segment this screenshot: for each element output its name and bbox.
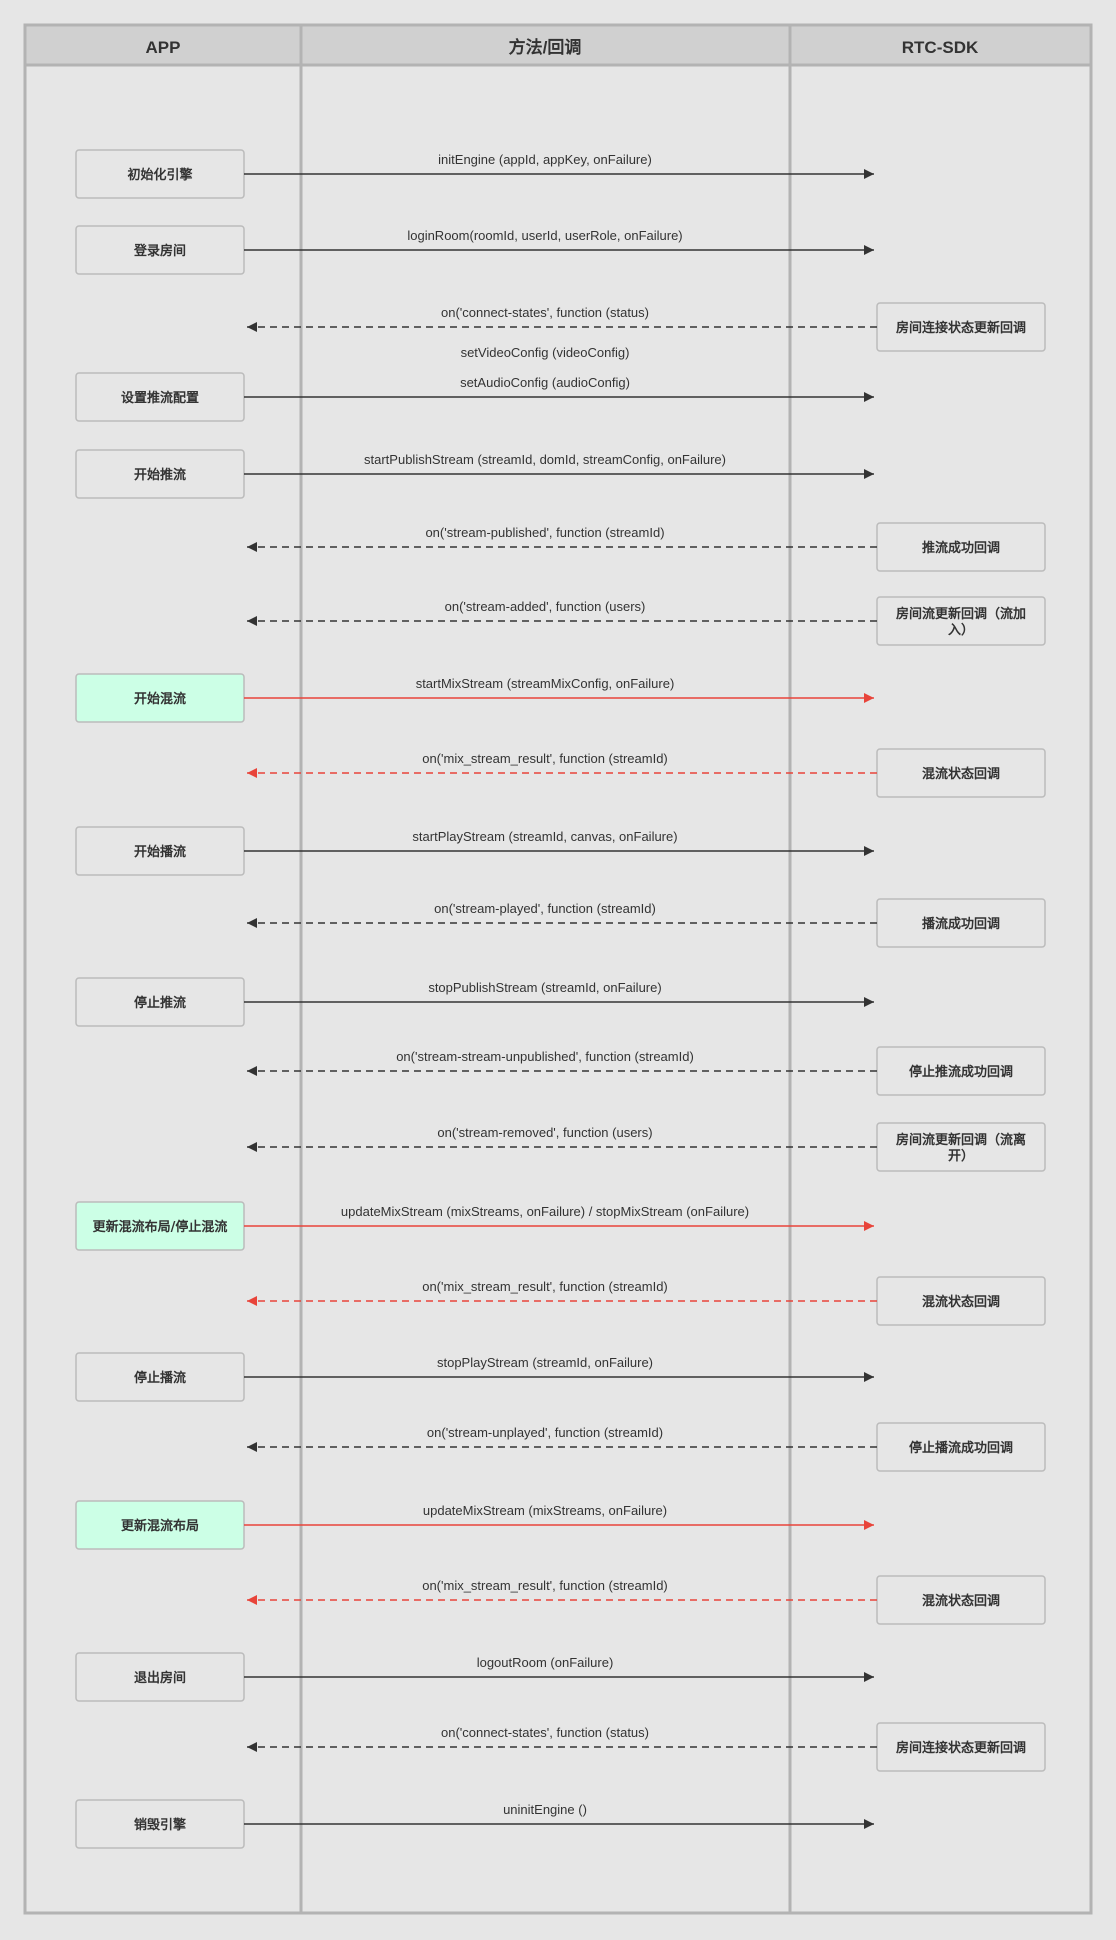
lane-title-app: APP [146,38,181,57]
step-12: 停止推流 stopPublishStream (streamId, onFailu… [75,977,874,1027]
method-label: startMixStream (streamMixConfig, onFailu… [416,676,675,691]
step-7: 房间流更新回调（流加入） on('stream-added', function … [247,596,1046,646]
app-action-label: 开始混流 [134,691,186,707]
step-20: 混流状态回调 on('mix_stream_result', function (… [247,1575,1046,1625]
method-label: updateMixStream (mixStreams, onFailure) [423,1503,667,1518]
callback-label: on('stream-published', function (streamI… [425,525,664,540]
method-label: stopPlayStream (streamId, onFailure) [437,1355,653,1370]
callback-label: on('stream-removed', function (users) [437,1125,652,1140]
app-action-label: 更新混流布局 [121,1518,199,1534]
app-action-label: 开始推流 [134,467,186,483]
sdk-callback-label: 房间连接状态更新回调 [896,1740,1026,1756]
callback-label: on('mix_stream_result', function (stream… [422,1578,668,1593]
step-17: 停止播流 stopPlayStream (streamId, onFailure) [75,1352,874,1402]
swimlane-frame [23,23,1093,1915]
app-action-label: 开始播流 [134,844,186,860]
app-action-label: 销毁引擎 [134,1817,186,1833]
step-6: 推流成功回调 on('stream-published', function (s… [247,522,1046,572]
app-action-label: 设置推流配置 [121,390,199,406]
callback-label: on('connect-states', function (status) [441,1725,649,1740]
callback-label: on('stream-played', function (streamId) [434,901,656,916]
step-2: 登录房间 loginRoom(roomId, userId, userRole, … [75,225,874,275]
app-action-label: 停止播流 [134,1370,186,1386]
method-label: startPublishStream (streamId, domId, str… [364,452,726,467]
sdk-callback-label: 停止推流成功回调 [909,1064,1013,1080]
step-8: 开始混流 startMixStream (streamMixConfig, onF… [75,673,874,723]
app-action-label: 初始化引擎 [127,167,192,183]
sdk-callback-label-line: 入） [948,622,974,638]
lane-title-sdk: RTC-SDK [902,38,979,57]
method-label-extra: setVideoConfig (videoConfig) [461,345,630,360]
sdk-callback-label: 播流成功回调 [922,916,1000,932]
sdk-callback-label: 房间连接状态更新回调 [896,320,1026,336]
method-label: startPlayStream (streamId, canvas, onFai… [412,829,677,844]
method-label: uninitEngine () [503,1802,587,1817]
app-action-label: 登录房间 [133,243,186,259]
sdk-callback-label: 推流成功回调 [922,540,1000,556]
step-11: 播流成功回调 on('stream-played', function (stre… [247,898,1046,948]
step-9: 混流状态回调 on('mix_stream_result', function (… [247,748,1046,798]
step-15: 更新混流布局/停止混流 updateMixStream (mixStreams, … [75,1201,874,1251]
callback-label: on('mix_stream_result', function (stream… [422,751,668,766]
callback-label: on('connect-states', function (status) [441,305,649,320]
step-4: 设置推流配置 setAudioConfig (audioConfig) setVid… [75,345,874,422]
step-3: 房间连接状态更新回调 on('connect-states', function … [247,302,1046,352]
callback-label: on('stream-stream-unpublished', function… [396,1049,694,1064]
callback-label: on('stream-added', function (users) [445,599,646,614]
lane-headers: APP 方法/回调 RTC-SDK [146,37,979,57]
lane-title-method: 方法/回调 [509,37,582,57]
app-action-label: 退出房间 [134,1670,186,1686]
method-label: loginRoom(roomId, userId, userRole, onFa… [407,228,682,243]
step-16: 混流状态回调 on('mix_stream_result', function (… [247,1276,1046,1326]
sdk-callback-label: 混流状态回调 [922,766,1000,782]
app-action-label: 更新混流布局/停止混流 [93,1219,228,1235]
step-5: 开始推流 startPublishStream (streamId, domId,… [75,449,874,499]
method-label: stopPublishStream (streamId, onFailure) [428,980,661,995]
step-14: 房间流更新回调（流离开） on('stream-removed', functio… [247,1122,1046,1172]
step-13: 停止推流成功回调 on('stream-stream-unpublished', … [247,1046,1046,1096]
method-label: updateMixStream (mixStreams, onFailure) … [341,1204,749,1219]
sdk-callback-label-line: 房间流更新回调（流加 [896,606,1026,622]
step-10: 开始播流 startPlayStream (streamId, canvas, o… [75,826,874,876]
sdk-callback-label-line: 开） [948,1148,974,1164]
step-21: 退出房间 logoutRoom (onFailure) [75,1652,874,1702]
sdk-callback-label: 混流状态回调 [922,1593,1000,1609]
step-22: 房间连接状态更新回调 on('connect-states', function … [247,1722,1046,1772]
step-19: 更新混流布局 updateMixStream (mixStreams, onFai… [75,1500,874,1550]
callback-label: on('stream-unplayed', function (streamId… [427,1425,663,1440]
callback-label: on('mix_stream_result', function (stream… [422,1279,668,1294]
sequence-steps: 初始化引擎 initEngine (appId, appKey, onFailur… [75,149,1046,1849]
step-18: 停止播流成功回调 on('stream-unplayed', function (… [247,1422,1046,1472]
sdk-callback-label-line: 房间流更新回调（流离 [896,1132,1026,1148]
step-1: 初始化引擎 initEngine (appId, appKey, onFailur… [75,149,874,199]
app-action-label: 停止推流 [134,995,186,1011]
sdk-callback-label: 停止播流成功回调 [909,1440,1013,1456]
sdk-callback-label: 混流状态回调 [922,1294,1000,1310]
method-label: initEngine (appId, appKey, onFailure) [438,152,652,167]
method-label: setAudioConfig (audioConfig) [460,375,630,390]
step-23: 销毁引擎 uninitEngine () [75,1799,874,1849]
method-label: logoutRoom (onFailure) [477,1655,614,1670]
